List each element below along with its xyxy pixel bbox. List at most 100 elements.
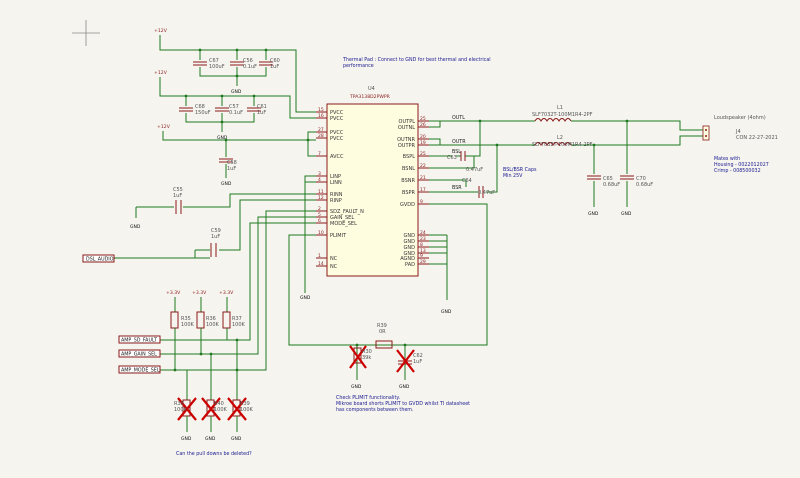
ic-right-pins: 25OUTPL26OUTNL20OUTNR19OUTPR25BSPL22BSNL… [397, 116, 429, 268]
ic-pin-number: 8 [420, 242, 423, 248]
hier-label-amp-mode-sel: AMP_MODE_SEL [121, 368, 160, 374]
ic-pin-number: 25 [420, 116, 426, 122]
c55-ref: C55 [173, 187, 183, 193]
gnd-label: GND [621, 211, 632, 217]
ic-pin-number: 14 [318, 261, 324, 267]
ic-pin-name: PLIMIT [330, 233, 347, 239]
ic-pin-number: 15 [318, 107, 324, 113]
ic-pin-number: 25 [420, 151, 426, 157]
gnd-label: GND [231, 436, 242, 442]
ic-pin-number: 11 [318, 189, 324, 195]
ic-pin-name: SDZ_FAULT_N [330, 209, 364, 215]
net-outr: OUTR [452, 139, 466, 145]
r39-ref: R39 [377, 323, 387, 329]
c64-val: 0.47uF [478, 190, 495, 196]
ic-pin-name: RINP [330, 198, 342, 204]
ic-pin-name: AVCC [330, 154, 344, 160]
c59-ref: C59 [211, 228, 221, 234]
ic-pin-name: GAIN_SEL [330, 215, 354, 221]
r35-val: 100K [181, 322, 195, 328]
ic-pin-name: PVCC [330, 110, 344, 116]
c68-ref: C68 [195, 104, 205, 110]
ic-pin-name: PVCC [330, 116, 344, 122]
ic-pin-name: NC [330, 256, 338, 262]
input-coupling: GND C55 1uF C59 1uF GND DSL_AUDIO [82, 175, 316, 301]
power-33v-3: +3.3V [219, 290, 234, 296]
gnd-label: GND [351, 384, 362, 390]
r38-val: 100K [174, 407, 188, 413]
c62-val: 1uF [413, 359, 422, 365]
ic-pin-number: 24 [420, 230, 426, 236]
r36-val: 100K [206, 322, 220, 328]
ground-network: GND R39 0R GND GND R30 39k C62 1uF [288, 203, 488, 390]
c57-ref: C57 [229, 104, 239, 110]
gnd-label: GND [588, 211, 599, 217]
ic-pin-number: 19 [420, 140, 426, 146]
c64-ref: C64 [462, 178, 472, 184]
c55-val: 1uF [173, 193, 182, 199]
hier-label-amp-gain-sel: AMP_GAIN_SEL [121, 352, 157, 358]
ic-pin-number: 9 [420, 199, 423, 205]
gnd-label: GND [130, 224, 141, 230]
r39-val: 100K [240, 407, 254, 413]
r39-val: 0R [379, 329, 386, 335]
ic-pin-name: LINN [330, 180, 342, 186]
ic-pin-number: 12 [318, 195, 324, 201]
j4-title: Loudspeaker (4ohm) [714, 115, 766, 121]
net-bsl: BSL [452, 149, 461, 155]
ic-pin-name: OUTNL [398, 125, 415, 131]
ic-pin-name: PAD [405, 262, 415, 268]
ic-pin-name: BSNL [402, 166, 415, 172]
ic-pin-name: PVCC [330, 136, 344, 142]
r30-val: 39k [362, 355, 371, 361]
ic-pin-number: 1 [318, 253, 321, 259]
gnd-label: GND [300, 295, 311, 301]
r38-ref: R38 [174, 401, 184, 407]
ic-pin-number: 5 [318, 212, 321, 218]
gnd-label: GND [181, 436, 192, 442]
l1-val: SLF7032T-100M1R4-2PF [532, 112, 593, 118]
ic-pin-number: 22 [420, 163, 426, 169]
net-outl: OUTL [452, 115, 465, 121]
output-filter: OUTL OUTR L1 SLF7032T-100M1R4-2PF L2 SLF… [429, 105, 778, 217]
j4-ref: J4 [735, 129, 741, 135]
ic-pin-name: LINP [330, 174, 341, 180]
c63-val: 0.47uF [466, 167, 483, 173]
c65-ref: C65 [603, 176, 613, 182]
pvcc-decoupling-bank-1: +12V GND C67 100uF C56 0.1uF C60 1uF [154, 28, 316, 113]
ic-pin-number: 13 [420, 248, 426, 254]
note-pulldowns: Can the pull downs be deleted? [176, 451, 252, 457]
ic-pin-number: 23 [420, 236, 426, 242]
c70-ref: C70 [636, 176, 646, 182]
bootstrap-caps: BSL C63 0.47uF BSR C64 0.47uF [429, 119, 499, 198]
c56-ref: C56 [243, 58, 253, 64]
r37-val: 100K [232, 322, 246, 328]
power-33v-2: +3.3V [192, 290, 207, 296]
ic-pin-name: OUTPL [399, 119, 416, 125]
c58-val: 1uF [227, 166, 236, 172]
gnd-label: GND [399, 384, 410, 390]
c68-val: 150uF [195, 110, 211, 116]
ic-pin-number: 16 [318, 113, 324, 119]
power-12v-1: +12V [154, 28, 168, 34]
net-bsr: BSR [452, 185, 462, 191]
power-12v-3: +12V [157, 124, 171, 130]
c65-val: 0.68uF [603, 182, 620, 188]
ic-pin-name: BSPR [402, 190, 416, 196]
ic-pin-number: 9 [420, 253, 423, 259]
c61-ref: C61 [257, 104, 267, 110]
r30-ref: R30 [362, 349, 372, 355]
c62-ref: C62 [413, 353, 423, 359]
l2-val: SLF7032T-100M1R4-2PF [532, 142, 593, 148]
r40-val: 100K [214, 407, 228, 413]
ic-pin-number: 28 [318, 133, 324, 139]
gnd-label: GND [205, 436, 216, 442]
ic-pin-name: GVDD [400, 202, 415, 208]
avcc-supply: +12V GND C58 1uF [157, 124, 316, 187]
ic-pin-number: 6 [318, 218, 321, 224]
ic-pin-name: NC [330, 264, 338, 270]
